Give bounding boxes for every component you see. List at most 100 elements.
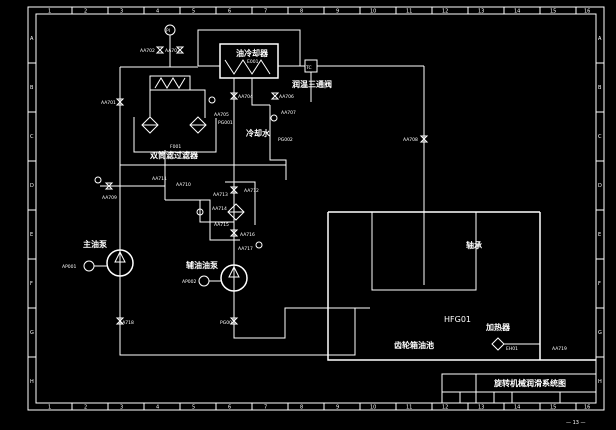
row-label-g: G [30,330,34,336]
pg-tag-1: PG001 [218,120,233,126]
col-label-b3: 3 [120,405,123,411]
row-scale-right: A B C D E F G H [596,36,604,385]
drawing-frame [27,6,605,411]
valve-tag-i: AA709 [102,195,117,201]
row-label-a: A [30,36,34,42]
row-label-rb: B [598,85,602,91]
col-label-2: 2 [84,9,87,15]
secondary-filter [199,200,245,223]
col-label-b16: 16 [584,405,590,411]
bearing-label: 轴承 [466,240,482,250]
pg-tag-3: PG003 [220,320,235,326]
heater-label: 加热器 [485,322,511,332]
col-label-13: 13 [478,9,484,15]
three-way-valve-label: 润温三通阀 [292,79,332,89]
col-label-b13: 13 [478,405,484,411]
oil-tank: 轴承 HFG01 齿轮箱油池 加热器 EH01 [327,211,596,361]
col-label-b12: 12 [442,405,448,411]
row-label-h: H [30,379,34,385]
valve-tag-l: AA712 [244,188,259,194]
valve-tag-q: AA717 [238,246,253,252]
col-label-10: 10 [370,9,376,15]
dual-filter-label: 双筒滤过滤器 [150,150,199,160]
col-label-12: 12 [442,9,448,15]
main-pump-tag: AP001 [62,264,77,270]
row-label-rg: G [598,330,602,336]
col-label-b6: 6 [228,405,231,411]
col-label-15: 15 [550,9,556,15]
col-label-b15: 15 [550,405,556,411]
row-scale-left: A B C D E F G H [28,36,36,385]
valve-tag-r: AA718 [119,320,134,326]
valve-tag-o: AA715 [214,222,229,228]
tag-t1: AA719 [552,346,567,352]
dual-filter-tag: F001 [170,144,181,150]
pressure-indicator-top: PI [164,24,176,67]
three-way-valve-tag: TC [305,65,312,71]
row-label-e: E [30,232,33,238]
dual-filter: 双筒滤过滤器 F001 [141,75,207,160]
col-label-7: 7 [264,9,267,15]
drawing-title: 旋转机械润滑系统图 [493,378,566,388]
col-label-b11: 11 [406,405,412,411]
title-block: 旋转机械润滑系统图 [441,373,597,404]
col-label-3: 3 [120,9,123,15]
aux-pump-label: 辅油油泵 [186,260,218,270]
valve-tag-a: AA701 [101,100,116,106]
col-label-6: 6 [228,9,231,15]
valve-tag-p: AA716 [240,232,255,238]
oil-cooler: 油冷却器 E001 [219,43,279,79]
valve-tag-m: AA713 [213,192,228,198]
aux-pump-tag: AP002 [182,279,197,285]
pg-tag-2: PG002 [278,137,293,143]
valve-tag-d: AA704 [238,94,253,100]
valve-tag-j: AA710 [176,182,191,188]
row-label-rc: C [598,134,602,140]
col-label-b2: 2 [84,405,87,411]
column-scale-bottom: 1 2 3 4 5 6 7 8 9 10 11 12 13 14 15 16 [48,403,590,411]
row-label-c: C [30,134,34,140]
col-label-b7: 7 [264,405,267,411]
valve-tag-e: AA705 [214,112,229,118]
col-label-1: 1 [48,9,51,15]
drawing-inner-frame [35,13,597,404]
valve-tag-h: AA708 [403,137,418,143]
col-label-b4: 4 [156,405,159,411]
valves: AA701 AA702 AA703 AA704 AA705 PG001 AA70… [94,46,567,352]
valve-tag-f: AA706 [279,94,294,100]
col-label-b10: 10 [370,405,376,411]
row-label-rd: D [598,183,602,189]
row-label-rh: H [598,379,602,385]
cooling-water-label: 冷却水 [246,128,271,138]
valve-tag-c: AA703 [165,48,180,54]
valve-tag-g: AA707 [281,110,296,116]
row-label-re: E [598,232,601,238]
return-note-label: 齿轮箱油池 [394,340,434,350]
row-label-ra: A [598,36,602,42]
row-label-rf: F [598,281,601,287]
col-label-5: 5 [192,9,195,15]
col-label-16: 16 [584,9,590,15]
valve-tag-k: AA711 [152,176,167,182]
col-label-14: 14 [514,9,520,15]
three-way-valve: TC 润温三通阀 [292,59,332,89]
col-label-8: 8 [300,9,303,15]
col-label-9: 9 [336,9,339,15]
page-number: — 13 — [566,420,586,426]
col-label-4: 4 [156,9,159,15]
row-label-f: F [30,281,33,287]
valve-tag-b: AA702 [140,48,155,54]
row-label-b: B [30,85,34,91]
heater-tag: EH01 [506,346,518,352]
oil-cooler-tag: E001 [247,59,259,65]
column-scale-top: 1 2 3 4 5 6 7 8 9 10 11 12 13 14 15 16 [48,7,590,15]
pi-label: PI [166,28,170,34]
main-pump-label: 主油泵 [83,239,107,249]
row-label-d: D [30,183,34,189]
aux-pump: 辅油油泵 AP002 [182,260,248,292]
oil-tank-tag: HFG01 [444,315,471,324]
col-label-b9: 9 [336,405,339,411]
col-label-b5: 5 [192,405,195,411]
col-label-11: 11 [406,9,412,15]
